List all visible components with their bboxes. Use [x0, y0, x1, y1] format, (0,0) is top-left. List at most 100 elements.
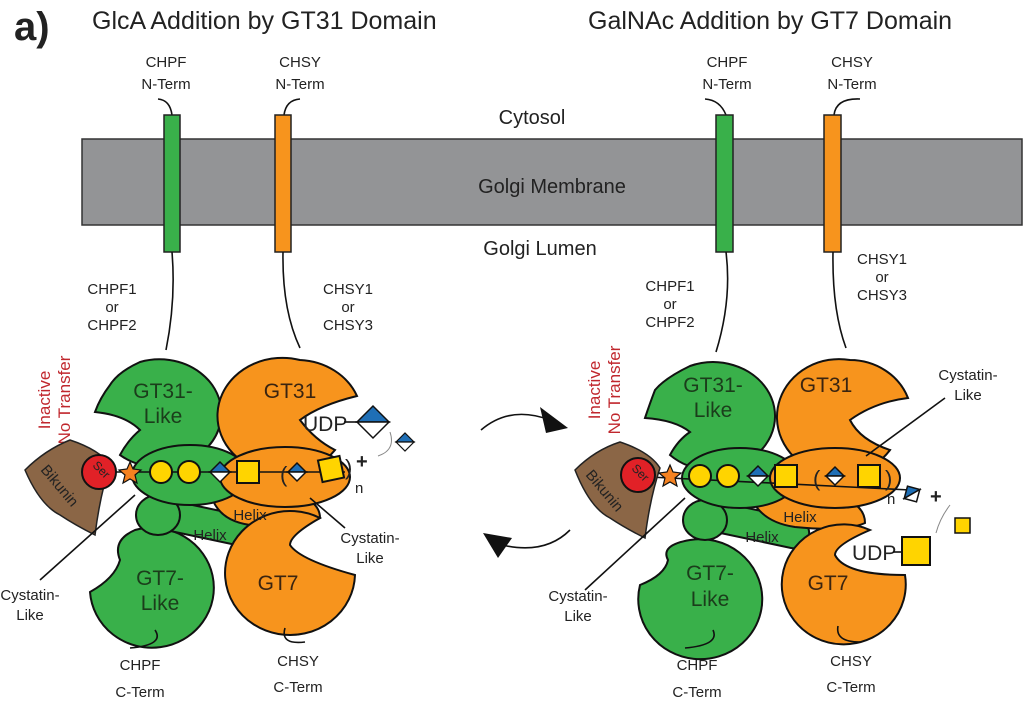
- chsy-cterm-tail: [836, 625, 861, 643]
- chpf-cterm-label-2: C-Term: [115, 684, 164, 701]
- cytosol-label: Cytosol: [499, 107, 566, 129]
- chpf-stalk: [165, 251, 174, 351]
- gt7-like-domain: [637, 538, 764, 661]
- gt31-label: GT31: [800, 374, 853, 397]
- chpf-transmembrane: [715, 114, 734, 253]
- chsy-isoform-or: or: [875, 269, 888, 286]
- plus-sign: +: [930, 486, 942, 508]
- cystatin-right-pointer: [309, 497, 346, 529]
- galnac-square-1: [236, 460, 260, 484]
- chpf-isoform-label: CHPF1: [645, 278, 694, 295]
- orange-helix-label: Helix: [233, 507, 267, 524]
- cystatin-right-label-2: Like: [954, 387, 982, 404]
- chsy-cterm-label-2: C-Term: [826, 679, 875, 696]
- cystatin-left-label-2: Like: [564, 608, 592, 625]
- gt31-like-label: GT31-: [683, 374, 743, 397]
- cystatin-left-label: Cystatin-: [548, 588, 607, 605]
- cystatin-left-pointer: [39, 494, 136, 581]
- cycle-arrow-backward: [501, 529, 571, 549]
- gt7-like-label-2: Like: [691, 588, 730, 611]
- cystatin-left-label: Cystatin-: [0, 587, 59, 604]
- gt7-like-domain: [88, 526, 215, 649]
- chsy-isoform-label: CHSY1: [323, 281, 373, 298]
- ser-residue: [620, 457, 656, 493]
- chsy-nterm-label: CHSY: [831, 54, 873, 71]
- cystatin-right-label: Cystatin-: [938, 367, 997, 384]
- cystatin-right-label: Cystatin-: [340, 530, 399, 547]
- gt7-like-label: GT7-: [136, 567, 184, 590]
- udp-galnac-square: [901, 536, 931, 566]
- svg-text:Inactive: Inactive: [585, 361, 604, 420]
- xylose-star: [117, 460, 143, 485]
- gt7-like-label: GT7-: [686, 562, 734, 585]
- gt7-domain: [780, 523, 907, 646]
- gt31-like-label-2: Like: [694, 399, 733, 422]
- gt31-label: GT31: [264, 380, 317, 403]
- repeat-n-label: n: [887, 491, 895, 508]
- inactive-label: Inactive No Transfer: [585, 345, 624, 434]
- chsy-stalk: [832, 251, 847, 349]
- chsy-cterm-tail: [283, 627, 306, 644]
- panel-1-title: GlcA Addition by GT31 Domain: [92, 7, 437, 35]
- chpf-isoform-label: CHPF1: [87, 281, 136, 298]
- galnac-square-2: [857, 464, 881, 488]
- udp-label: UDP: [852, 542, 896, 565]
- cystatin-left-label-2: Like: [16, 607, 44, 624]
- cystatin-right-pointer: [865, 397, 946, 457]
- repeat-open-paren: (: [280, 462, 288, 487]
- chsy-isoform-label-2: CHSY3: [857, 287, 907, 304]
- glca-diamond-2: [824, 465, 846, 487]
- gt7-label: GT7: [808, 572, 849, 595]
- chsy-isoform-label: CHSY1: [857, 251, 907, 268]
- cycle-arrowhead-forward: [540, 407, 568, 433]
- gt31-like-label: GT31-: [133, 380, 193, 403]
- chpf-isoform-or: or: [663, 296, 676, 313]
- chpf-nterm-label: CHPF: [707, 54, 748, 71]
- cystatin-right-label-2: Like: [356, 550, 384, 567]
- transfer-arrow: [935, 504, 951, 534]
- repeat-n-label: n: [355, 480, 363, 497]
- galactose-circle-2: [177, 460, 201, 484]
- glca-diamond-1: [746, 464, 770, 488]
- cystatin-left-pointer: [584, 497, 686, 591]
- chsy-nterm-label-2: N-Term: [275, 76, 324, 93]
- panel-2: CHPF N-Term CHSY N-Term CHPF1 or CHPF2 C…: [548, 54, 997, 701]
- free-galnac-square: [954, 517, 971, 534]
- chsy-isoform-or: or: [341, 299, 354, 316]
- udp-label: UDP: [303, 413, 347, 436]
- chpf-stalk: [715, 251, 729, 353]
- gt7-label: GT7: [258, 572, 299, 595]
- galactose-circle-1: [149, 460, 173, 484]
- chpf-cterm-tail: [684, 629, 715, 649]
- galnac-square-2: [316, 454, 346, 484]
- panel-1: CHPF N-Term CHSY N-Term CHPF1 or CHPF2 C…: [0, 54, 416, 701]
- galnac-square-1: [774, 464, 798, 488]
- chpf-cterm-label: CHPF: [120, 657, 161, 674]
- repeat-close-paren: ): [885, 466, 892, 491]
- chsy-nterm-label-2: N-Term: [827, 76, 876, 93]
- chsy-stalk: [282, 251, 301, 349]
- cycle-arrowhead-backward: [483, 533, 512, 558]
- svg-text:Inactive: Inactive: [35, 371, 54, 430]
- orange-helix-label: Helix: [783, 509, 817, 526]
- chsy-nterm-label: CHSY: [279, 54, 321, 71]
- gt7-domain: [224, 510, 357, 637]
- chpf-nterm-tail: [157, 98, 173, 116]
- chpf-cterm-label: CHPF: [677, 657, 718, 674]
- golgi-membrane: [81, 138, 1023, 226]
- svg-text:No Transfer: No Transfer: [55, 355, 74, 444]
- lumen-label: Golgi Lumen: [483, 238, 596, 260]
- panel-label: a): [14, 5, 50, 49]
- chsy-cterm-label: CHSY: [830, 653, 872, 670]
- chpf-isoform-label-2: CHPF2: [645, 314, 694, 331]
- chsy-transmembrane: [823, 114, 842, 253]
- chpf-nterm-tail: [704, 98, 727, 116]
- chsy-transmembrane: [274, 114, 292, 253]
- membrane-label: Golgi Membrane: [478, 176, 626, 198]
- ser-residue: [81, 454, 117, 490]
- transfer-arrow: [377, 431, 392, 457]
- gt31-like-label-2: Like: [144, 405, 183, 428]
- chpf-cterm-tail: [129, 629, 158, 649]
- chsy-isoform-label-2: CHSY3: [323, 317, 373, 334]
